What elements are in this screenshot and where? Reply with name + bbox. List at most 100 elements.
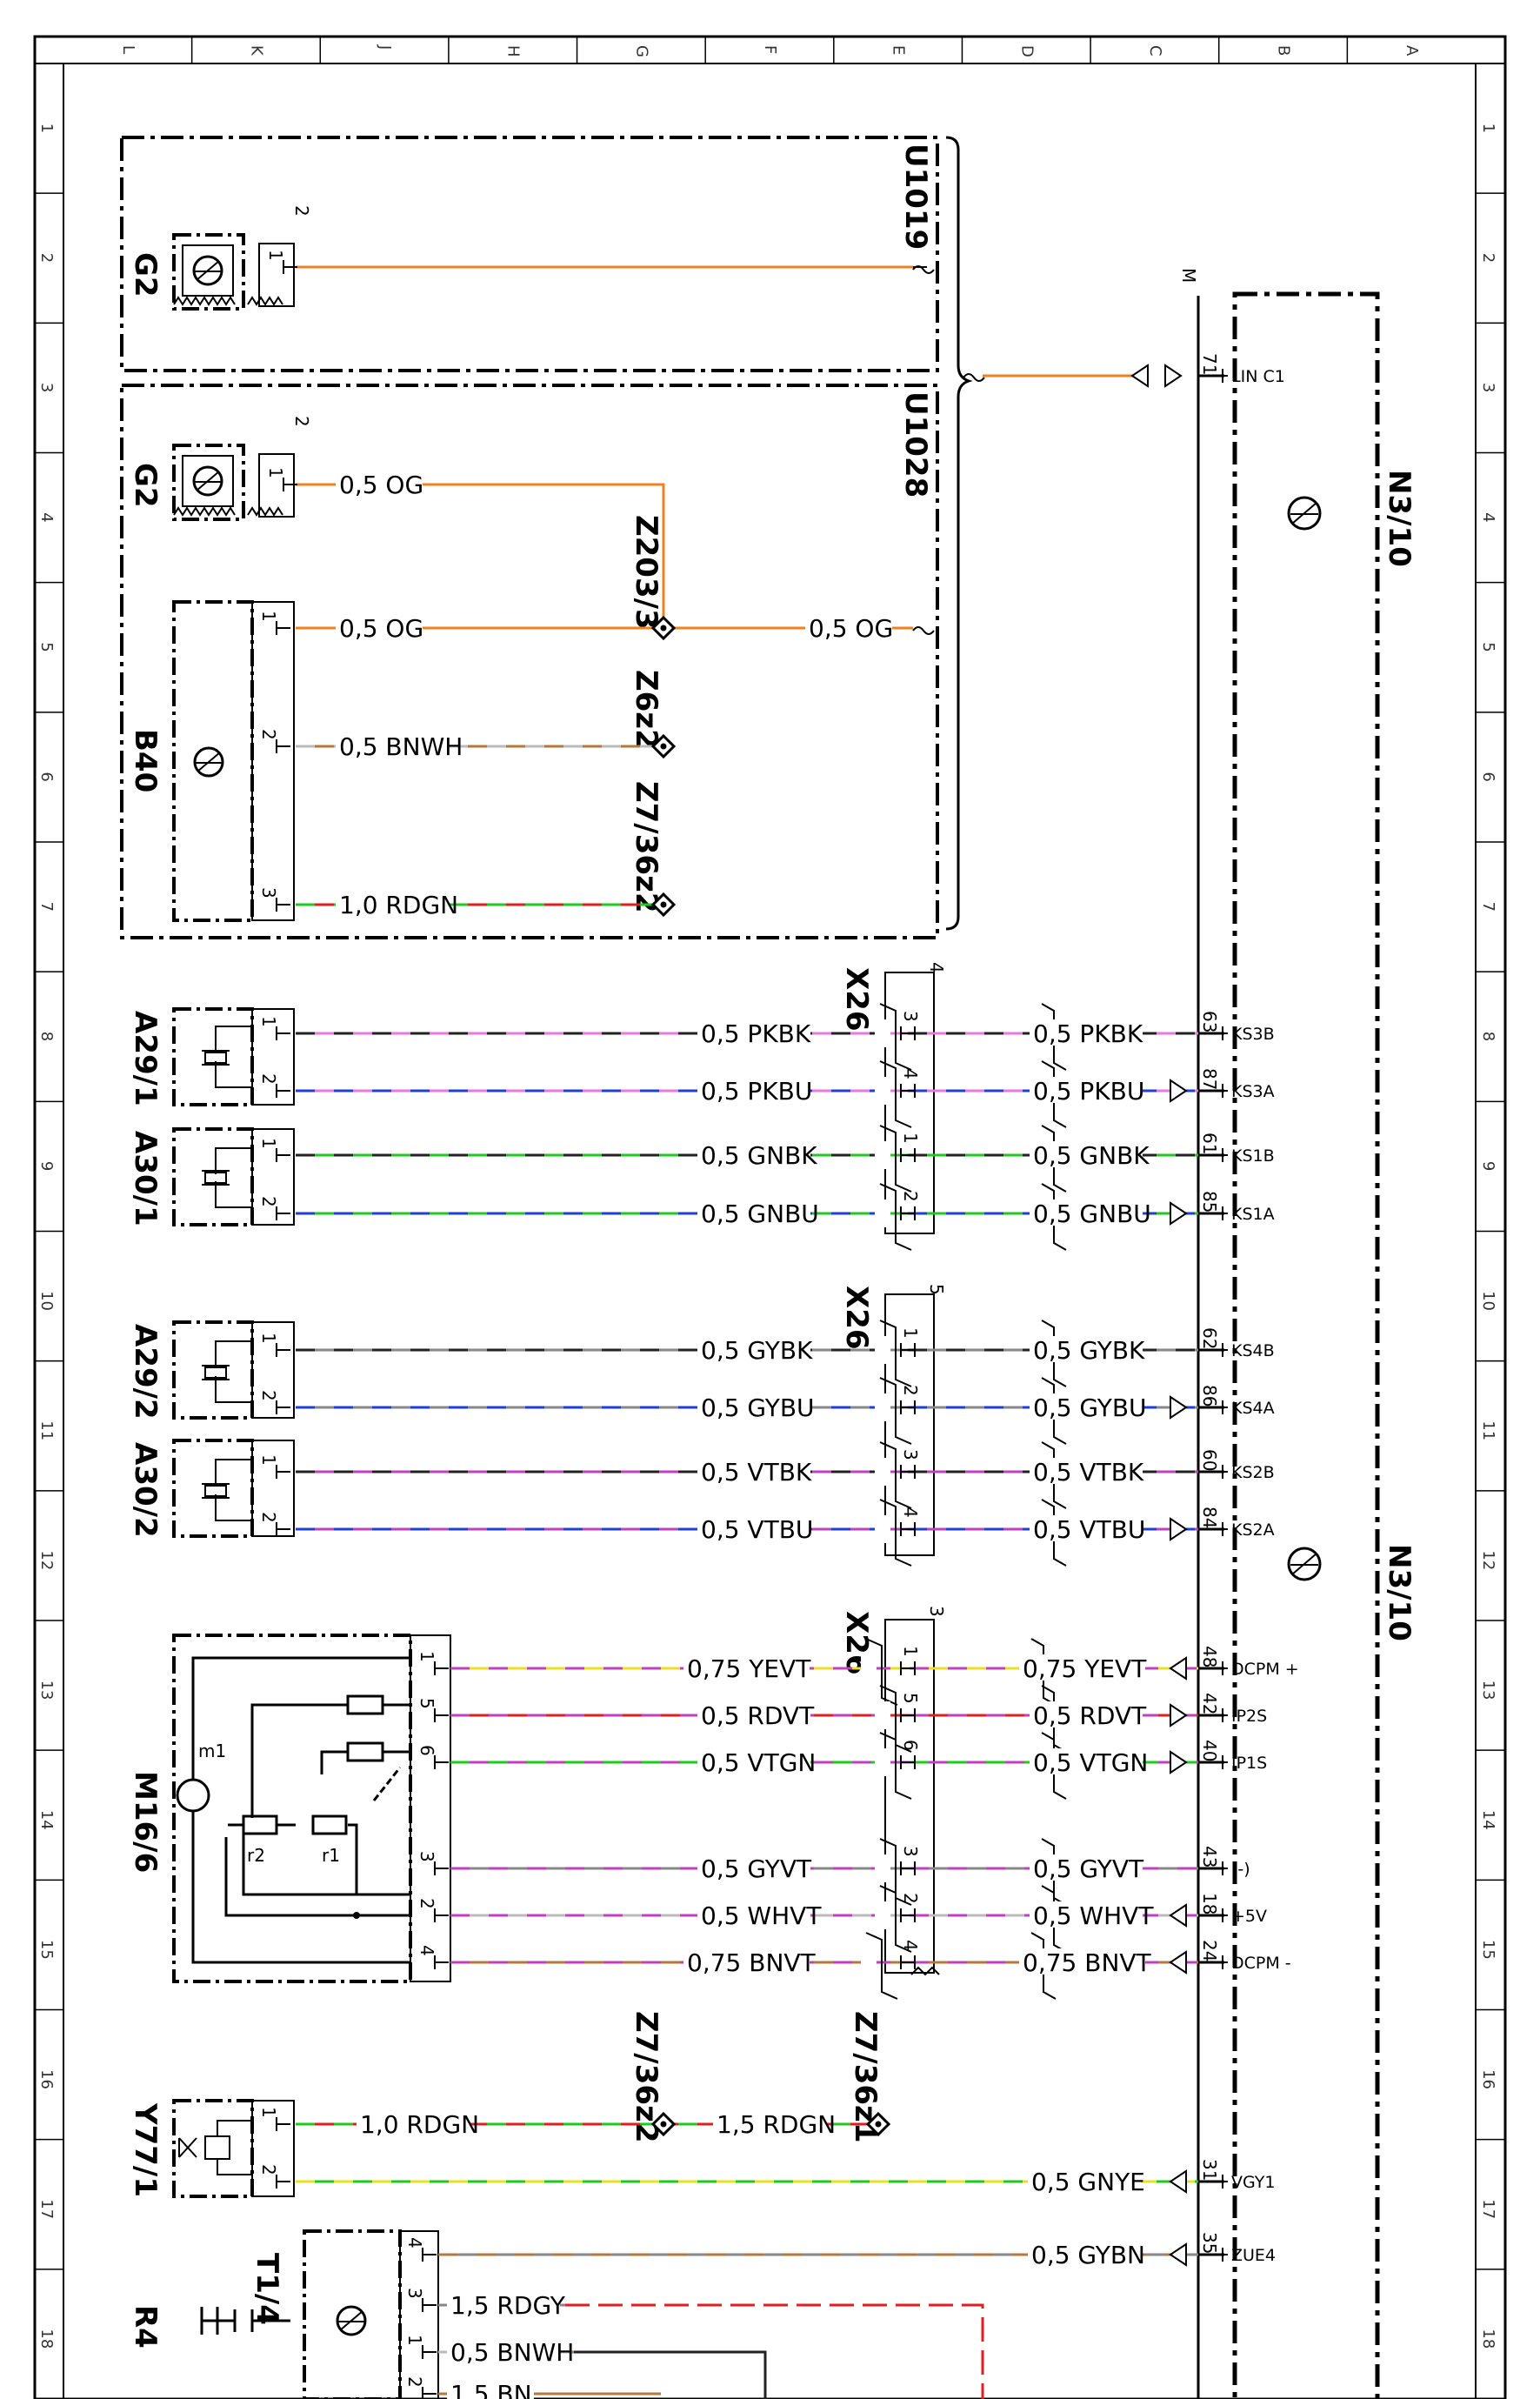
g2-top-box	[172, 233, 245, 311]
signal-arrow	[1170, 1395, 1188, 1420]
component-pin-socket	[276, 621, 290, 635]
x26-pin-socket	[900, 1908, 916, 1922]
b40-box	[172, 600, 254, 922]
y77-1-box	[172, 2099, 254, 2198]
component-pin-socket	[276, 1206, 290, 1220]
component-pin-number: 1	[258, 1016, 279, 1027]
wire-label-bg	[336, 614, 423, 640]
wire-label-bg	[1030, 1701, 1143, 1727]
component-pin-socket	[283, 260, 297, 274]
component-pin-socket	[276, 2175, 290, 2189]
wire-label-bg	[1019, 1654, 1145, 1681]
ecu-pin-number: 43	[1199, 1846, 1220, 1868]
wire-label-right: 0,5 WHVT	[1033, 1901, 1154, 1930]
component-pin-socket	[434, 1861, 449, 1875]
ecu-pin-number: 40	[1199, 1740, 1220, 1761]
ecu-pin-signal: (-)	[1231, 1860, 1250, 1879]
x26-pin-number: 1	[900, 1646, 921, 1657]
ecu-pin-socket	[1222, 1661, 1228, 1675]
wire-label-right: 0,5 GNBU	[1033, 1200, 1151, 1228]
t1-4-box	[303, 2229, 402, 2399]
a30-1-label: A30/1	[128, 1131, 163, 1226]
z7-36z2-label-a: Z7/36z2	[629, 781, 663, 913]
x26-pin-number: 6	[900, 1740, 921, 1751]
grid-row-label: 15	[37, 1940, 56, 1960]
wire-label-bg	[683, 1948, 810, 1975]
ecu-pin-signal: IP2S	[1231, 1707, 1267, 1726]
component-pin-socket	[422, 2298, 437, 2312]
ecu-pin-signal: KS3B	[1231, 1025, 1275, 1044]
y77-1-label: Y77/1	[128, 2102, 163, 2197]
twisted-pair-mark	[879, 1838, 912, 1906]
grid-row-label: 14	[37, 1810, 56, 1830]
wire-label-bg	[1028, 2168, 1141, 2194]
wire-break-mask	[875, 1515, 890, 1543]
grid-row-label: 7	[37, 902, 56, 912]
ecu-pin-number: 85	[1199, 1191, 1220, 1213]
wire-label-left: 0,5 OG	[339, 614, 423, 643]
a30-2-label: A30/2	[128, 1442, 163, 1538]
ecu-pin-socket	[1222, 1206, 1228, 1220]
n3-10-box	[1232, 291, 1380, 2399]
ecu-pin-signal: KS2B	[1231, 1463, 1275, 1482]
wire-label-left: 0,5 BNWH	[450, 2338, 574, 2367]
wire-label-right: 0,5 VTBK	[1033, 1458, 1144, 1487]
component-pin-number: 1	[404, 2335, 425, 2346]
ecu-pin-signal: +5V	[1231, 1907, 1267, 1926]
wire-break-mask	[875, 1701, 890, 1729]
signal-arrow	[1169, 1656, 1187, 1681]
wire-label-right: 0,5 GNBK	[1033, 1141, 1150, 1170]
grid-row-label: 10	[1479, 1291, 1497, 1311]
twisted-pair-mark	[879, 1125, 912, 1193]
splice-dot	[660, 743, 667, 750]
ecu-pin-signal: ZUE4	[1231, 2246, 1276, 2265]
n3-10-label-top: N3/10	[1382, 470, 1417, 567]
grid-row-label: 15	[1479, 1940, 1497, 1960]
grid-row-label: 16	[37, 2069, 56, 2089]
grid-col-label: D	[1017, 45, 1036, 57]
twisted-pair-mark	[879, 1183, 912, 1251]
ecu-pin-socket	[1222, 1026, 1228, 1040]
r2-label: r2	[247, 1845, 265, 1866]
twisted-pair-mark	[879, 1060, 912, 1128]
grid-row-label: 12	[37, 1550, 56, 1570]
grid-col-label: L	[119, 45, 137, 54]
component-pin-socket	[422, 2387, 437, 2399]
wire-label-left: 0,5 VTGN	[701, 1748, 816, 1777]
a30-2-box	[172, 1439, 254, 1538]
g2-top-symbol	[173, 244, 283, 306]
wire-label-bg	[1030, 1854, 1143, 1881]
twisted-pair-mark	[879, 1685, 912, 1753]
ecu-pin-number: 86	[1199, 1385, 1220, 1407]
grid-row-label: 16	[1479, 2069, 1497, 2089]
grid-row-label: 4	[1479, 512, 1497, 522]
ecu-pin-signal: IP1S	[1231, 1754, 1267, 1773]
wire-label-bg	[805, 614, 892, 640]
x26-pin-number: 2	[900, 1385, 921, 1396]
u1019-label: U1019	[898, 144, 933, 250]
wire-label-bg	[357, 2110, 470, 2136]
grid-col-label: A	[1403, 45, 1421, 57]
ecu-pin-signal: KS1A	[1231, 1205, 1275, 1224]
signal-arrow	[1170, 1517, 1188, 1541]
component-pin-number: 2	[258, 2164, 279, 2175]
component-pin-socket	[276, 1343, 290, 1357]
wire-label-bg	[336, 732, 449, 758]
wire-label-bg	[1030, 1336, 1143, 1362]
component-pin-socket	[276, 1026, 290, 1040]
component-pin-number: 5	[417, 1698, 437, 1709]
component-pin-number: 3	[258, 887, 279, 899]
ecu-pin-number: 60	[1199, 1449, 1220, 1471]
ecu-pin-socket	[1222, 2248, 1228, 2262]
component-pin-number: 1	[258, 1454, 279, 1466]
ecu-pin-number: 87	[1199, 1068, 1220, 1090]
grid-row-label: 13	[1479, 1681, 1497, 1701]
ecu-pin-socket	[1222, 1084, 1228, 1098]
ecu-pin-socket	[1222, 369, 1228, 383]
signal-arrow	[1170, 1079, 1188, 1103]
signal-arrow	[1170, 1750, 1188, 1774]
x26-pin-number: 5	[900, 1693, 921, 1704]
wire-label-right: 0,5 RDVT	[1033, 1701, 1147, 1730]
